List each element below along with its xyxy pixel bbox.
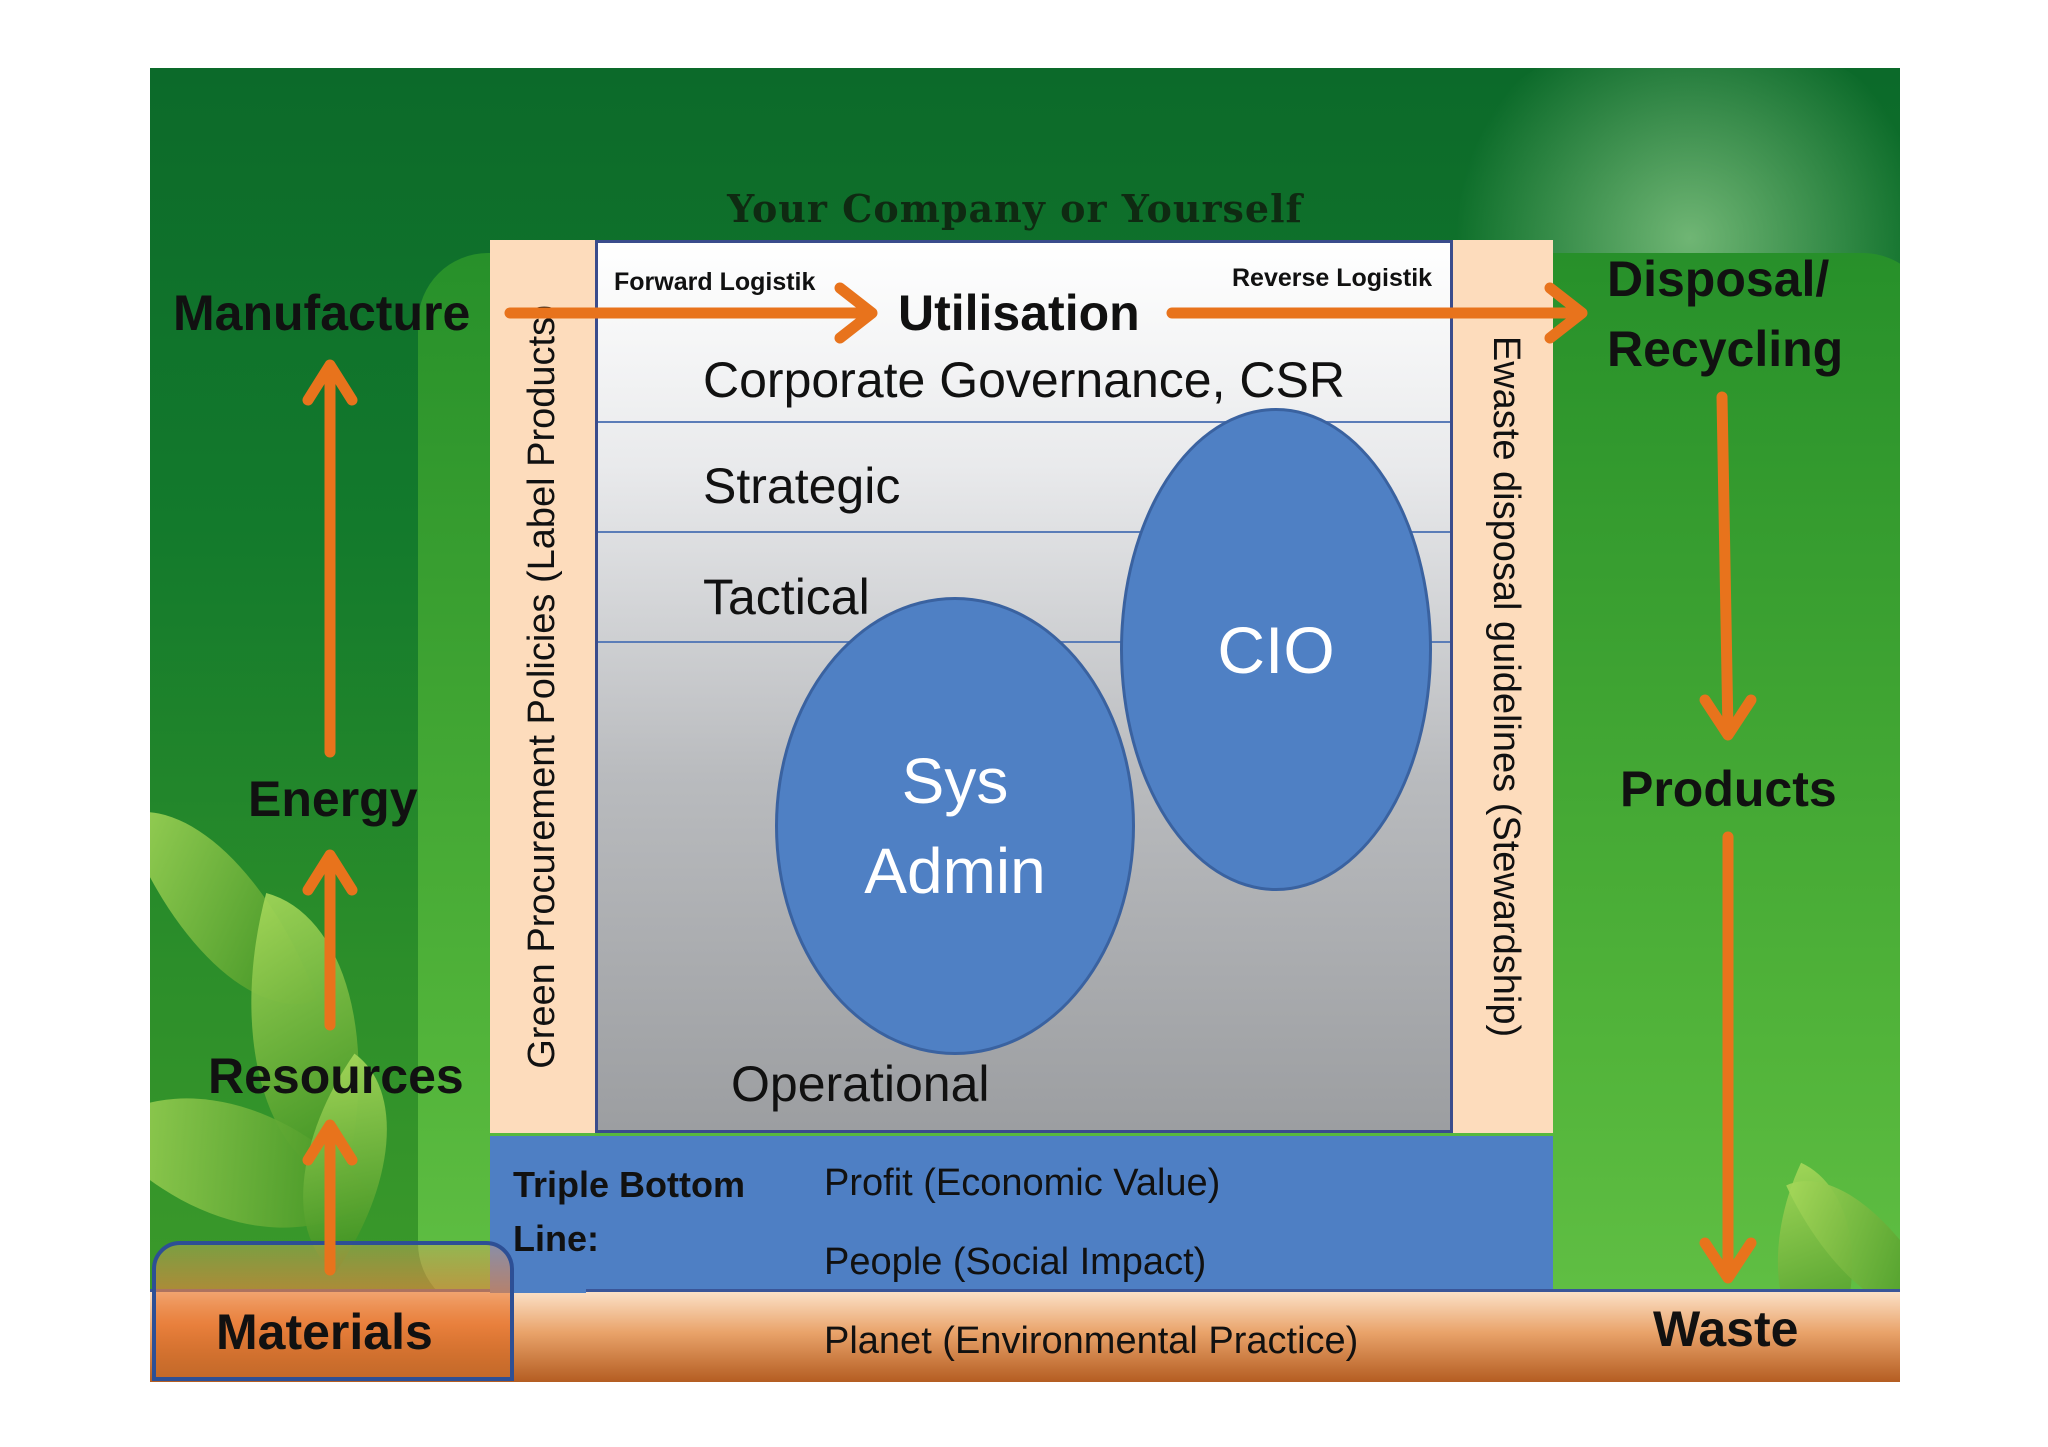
utilisation-label: Utilisation: [898, 285, 1140, 341]
band-corporate: [598, 243, 1450, 423]
planet-text: Planet (Environmental Practice): [824, 1320, 1359, 1362]
level-tactical: Tactical: [703, 569, 870, 625]
cio-oval: CIO: [1120, 408, 1432, 891]
forward-logistik-label: Forward Logistik: [614, 268, 816, 296]
triple-bottom-label-2: Line:: [513, 1218, 599, 1259]
sys-label: Sys: [901, 745, 1009, 817]
disposal-label: Disposal/: [1607, 251, 1830, 307]
profit-text: Profit (Economic Value): [824, 1162, 1221, 1204]
manufacture-label: Manufacture: [173, 285, 471, 341]
left-policy-text: Green Procurement Policies (Label Produc…: [521, 304, 563, 1069]
cio-label: CIO: [1217, 612, 1335, 687]
right-policy-text: Ewaste disposal guidelines (Stewardship): [1485, 335, 1527, 1038]
triple-bottom-line-panel: [490, 1136, 1553, 1293]
resources-label: Resources: [208, 1048, 464, 1104]
left-policy-column: Green Procurement Policies (Label Produc…: [490, 240, 595, 1133]
triple-bottom-label-1: Triple Bottom: [513, 1164, 745, 1205]
people-text: People (Social Impact): [824, 1241, 1207, 1283]
level-operational: Operational: [731, 1056, 990, 1112]
reverse-logistik-label: Reverse Logistik: [1232, 264, 1433, 292]
diagram-title: Your Company or Yourself: [727, 186, 1303, 231]
level-corporate: Corporate Governance, CSR: [703, 352, 1345, 408]
admin-label: Admin: [864, 835, 1046, 907]
energy-label: Energy: [248, 771, 418, 827]
sysadmin-oval: Sys Admin: [775, 597, 1135, 1055]
right-policy-column: Ewaste disposal guidelines (Stewardship): [1453, 240, 1553, 1133]
recycling-label: Recycling: [1607, 321, 1844, 377]
products-label: Products: [1620, 761, 1837, 817]
materials-label: Materials: [216, 1304, 433, 1360]
waste-label: Waste: [1653, 1301, 1799, 1357]
level-strategic: Strategic: [703, 458, 901, 514]
band-strategic: [598, 421, 1450, 533]
